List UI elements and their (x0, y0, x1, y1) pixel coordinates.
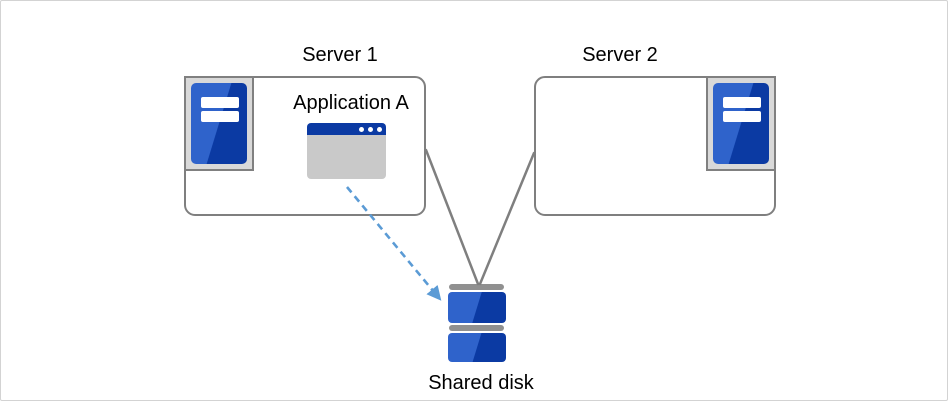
shared-disk-icon (448, 333, 506, 362)
connector-server1-disk (424, 148, 480, 286)
window-titlebar (307, 123, 386, 135)
application-label: Application A (293, 92, 409, 114)
server-tower-icon (713, 83, 769, 164)
drive-slot-icon (723, 111, 761, 122)
window-buttons-icon (359, 127, 382, 132)
drive-slot-icon (201, 97, 239, 108)
connector-server2-disk (478, 151, 536, 286)
shared-disk-icon (449, 284, 504, 290)
window-body (307, 135, 386, 179)
drive-slot-icon (201, 111, 239, 122)
shared-disk-icon (449, 325, 504, 331)
server-tower-icon (191, 83, 247, 164)
server2-label: Server 2 (582, 44, 658, 66)
shared-disk-label: Shared disk (428, 372, 534, 394)
drive-slot-icon (723, 97, 761, 108)
server1-server-icon (184, 76, 254, 171)
application-window-icon (307, 123, 386, 179)
shared-disk-icon (448, 292, 506, 323)
server1-label: Server 1 (302, 44, 378, 66)
server2-server-icon (706, 76, 776, 171)
